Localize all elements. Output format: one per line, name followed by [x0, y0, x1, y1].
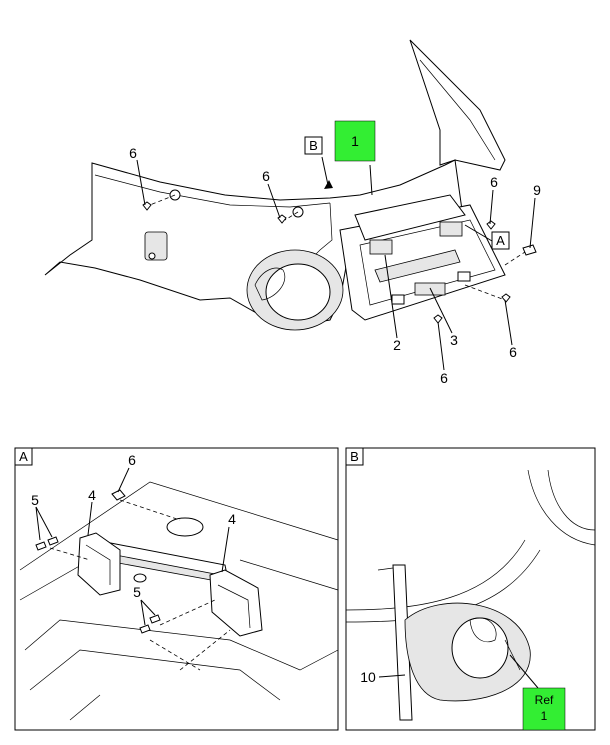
screw-5c	[139, 624, 151, 634]
detail-a-frame	[14, 447, 339, 731]
view-a-tag	[491, 231, 510, 250]
fastener-6	[111, 489, 126, 501]
part-label-10: 10	[360, 669, 376, 685]
screw-5d	[149, 614, 161, 624]
main-exploded-view: 1 B A 6 6 6 9 2 3 6 6	[44, 39, 541, 386]
part-label-6: 6	[262, 168, 270, 184]
part-label-6: 6	[440, 370, 448, 386]
view-a-tag-text: A	[496, 233, 505, 248]
callout-1-box	[334, 120, 376, 162]
pillar-trim-10	[392, 564, 413, 721]
part-label-6: 6	[509, 344, 517, 360]
detail-b-tag-text: B	[350, 449, 359, 464]
part-label-2: 2	[393, 337, 401, 353]
latch-housing	[354, 194, 466, 241]
part-label-3: 3	[450, 332, 458, 348]
part-label-4: 4	[88, 487, 96, 503]
screw-5a	[35, 541, 47, 551]
fastener-6d	[433, 314, 443, 324]
screw-5b	[47, 536, 59, 546]
part-label-4: 4	[228, 511, 236, 527]
view-b-tag-text: B	[309, 138, 318, 153]
view-b-tag	[304, 136, 323, 155]
fastener-6e	[501, 293, 511, 303]
detail-view-b: B 10 Ref 1	[345, 447, 596, 731]
ref-1-text-line1: Ref	[535, 693, 554, 707]
handle-pocket	[144, 231, 168, 261]
callout-1-text: 1	[351, 133, 359, 149]
detail-b-frame	[345, 447, 596, 731]
detail-view-a: A	[14, 447, 339, 731]
part-label-5: 5	[133, 584, 141, 600]
ref-1-text-line2: 1	[541, 709, 548, 723]
part-label-6: 6	[129, 145, 137, 161]
part-label-6: 6	[490, 174, 498, 190]
part-label-9: 9	[533, 182, 541, 198]
detail-b-tag	[345, 447, 364, 466]
fastener-6c	[486, 220, 496, 230]
clip-9	[522, 244, 537, 256]
detail-a-tag	[14, 447, 33, 466]
part-label-6: 6	[128, 452, 136, 468]
bracket-right	[209, 569, 263, 637]
bracket-left	[77, 532, 121, 596]
ref-1-box	[522, 687, 566, 731]
detail-a-tag-text: A	[19, 449, 28, 464]
part-label-5: 5	[31, 492, 39, 508]
